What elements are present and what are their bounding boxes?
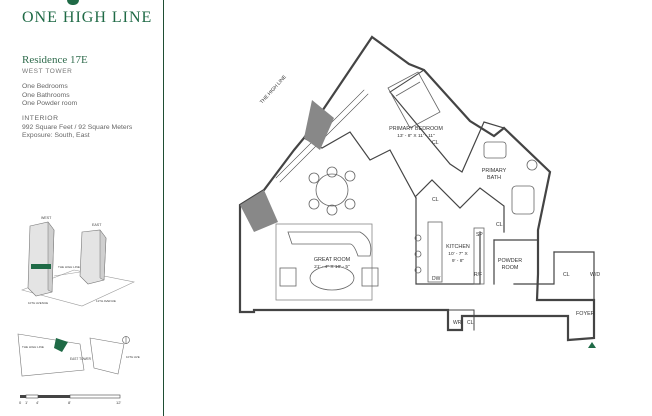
rf-label: R/F	[474, 272, 482, 278]
floor-plan: THE HIGH LINE PRIMARY BEDROOM 13' - 8" X…	[238, 35, 600, 348]
site-tower-label: EAST TOWER	[70, 357, 92, 361]
wr-label: WR	[453, 320, 462, 326]
kitchen-label: KITCHEN	[446, 244, 470, 250]
key-east: EAST	[92, 223, 102, 227]
washer-dryer-label: W/D	[590, 272, 600, 278]
high-line-label: THE HIGH LINE	[259, 74, 288, 106]
key-plan: WEST EAST THE HIGH LINE 10TH AVENUE 11TH…	[21, 216, 135, 307]
key-right-street: 11TH AVENUE	[96, 299, 116, 303]
powder-count: One Powder room	[22, 100, 78, 108]
primary-bath-label-1: PRIMARY	[482, 168, 507, 174]
interior-info: INTERIOR 992 Square Feet / 92 Square Met…	[22, 115, 132, 141]
bedroom-closet-label: CL	[432, 140, 439, 146]
structural-column	[304, 100, 334, 150]
entry-marker	[588, 342, 596, 348]
foyer-closet-label: CL	[563, 272, 570, 278]
bath-fixtures	[483, 141, 538, 215]
tower-label: WEST TOWER	[22, 68, 73, 75]
info-sidebar: ONE HIGH LINE Residence 17E WEST TOWER O…	[0, 0, 163, 416]
site-plan: THE HIGH LINE EAST TOWER 10TH AVE	[17, 333, 140, 377]
site-street-a: THE HIGH LINE	[22, 345, 44, 349]
primary-bath-label-2: BATH	[487, 175, 501, 181]
great-room-dim: 21' - 4" X 10' - 5"	[314, 264, 350, 270]
powder-room-label-1: POWDER	[498, 258, 522, 264]
great-room-label: GREAT ROOM	[314, 257, 351, 263]
exposure-text: Exposure: South, East	[22, 132, 90, 140]
scale-tick-1: 1'	[25, 400, 28, 405]
powder-room-label-2: ROOM	[502, 265, 519, 271]
kitchen-counters	[414, 221, 485, 285]
key-left-street: 10TH AVENUE	[28, 301, 48, 305]
bedroom-count: One Bedrooms	[22, 83, 68, 90]
dining-set	[308, 166, 356, 216]
scale-bar: 0 1' 4' 8' 12'	[19, 394, 121, 405]
scale-tick-8: 8'	[68, 400, 71, 405]
site-street-b: 10TH AVE	[126, 355, 140, 359]
unit-floor-highlight	[31, 264, 51, 269]
bathroom-count: One Bathrooms	[22, 91, 70, 99]
scale-tick-0: 0	[19, 400, 22, 405]
foyer-label: FOYER	[576, 311, 595, 317]
brand-mark	[67, 0, 79, 5]
key-west: WEST	[41, 216, 52, 220]
primary-bedroom-dim: 13' - 8" X 11' - 11"	[397, 133, 435, 139]
structural-column	[240, 190, 278, 232]
scale-tick-12: 12'	[116, 400, 121, 405]
residence-title: Residence 17E	[22, 54, 88, 66]
sp-label: SP	[476, 232, 483, 238]
bath-closet-label: CL	[496, 222, 503, 228]
site-unit-highlight	[54, 338, 68, 352]
hall-closet-label: CL	[432, 197, 439, 203]
room-summary: One Bedrooms One Bathrooms One Powder ro…	[22, 83, 77, 109]
wr-closet-label: CL	[467, 320, 474, 326]
brand-logo: ONE HIGH LINE	[22, 9, 153, 26]
kitchen-dim-1: 10' - 7" X	[448, 251, 468, 257]
great-room-furniture	[275, 223, 379, 301]
area-text: 992 Square Feet / 92 Square Meters	[22, 123, 133, 131]
interior-label: INTERIOR	[22, 115, 59, 122]
bed	[387, 71, 441, 129]
scale-tick-4: 4'	[36, 400, 39, 405]
primary-bedroom-label: PRIMARY BEDROOM	[389, 126, 443, 132]
kitchen-dim-2: 9' - 8"	[452, 258, 465, 264]
sidebar-divider	[163, 0, 164, 416]
dw-label: DW	[432, 276, 441, 282]
key-note: THE HIGH LINE	[58, 265, 80, 269]
